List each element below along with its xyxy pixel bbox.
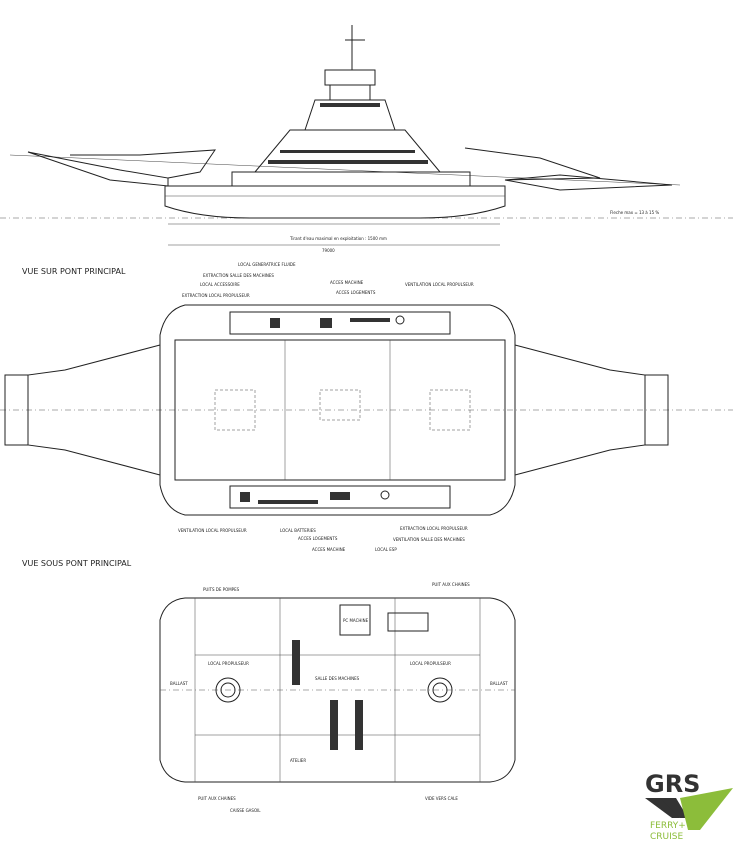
scale-note: Fleche max = 13 à 15 % [610, 210, 659, 215]
drawing-label: VENTILATION LOCAL PROPULSEUR [178, 528, 247, 533]
drawing-label: GRS [645, 770, 700, 798]
drawing-label: CAISSE GASOIL [230, 808, 261, 813]
drawing-label: PUITS DE POMPES [203, 587, 240, 592]
drawing-label: EXTRACTION LOCAL PROPULSEUR [182, 293, 250, 298]
drawing-label: CRUISE [650, 832, 683, 842]
drawing-label: ACCES LOGEMENTS [298, 536, 338, 541]
drawing-label: BALLAST [490, 681, 508, 686]
main-deck-plan: VUE SUR PONT PRINCIPAL EXTRACTION LOCAL [0, 262, 733, 552]
below-deck-plan: VUE SOUS PONT PRINCIPAL LOCAL PROPULSEUR… [22, 559, 516, 813]
drawing-label: LOCAL BATTERIES [280, 528, 316, 533]
drawing-label: LOCAL PROPULSEUR [410, 661, 451, 666]
drawing-label: VIDE VERS CALE [425, 796, 458, 801]
side-elevation-view: Tirant d'eau maximal en exploitation : 1… [0, 25, 733, 253]
drawing-label: LOCAL PROPULSEUR [208, 661, 249, 666]
machinery-top-strip [229, 311, 451, 335]
drawing-label: LOCAL ACCESSOIRE [200, 282, 240, 287]
top-labels: EXTRACTION LOCAL PROPULSEUR LOCAL ACCESS… [182, 262, 474, 298]
drawing-label: PUIT AUX CHAINES [198, 796, 236, 801]
drawing-label: VENTILATION SALLE DES MACHINES [393, 537, 465, 542]
drawing-label: ACCES LOGEMENTS [336, 290, 376, 295]
below-deck-title: VUE SOUS PONT PRINCIPAL [22, 559, 132, 568]
drawing-label: ACCES MACHINE [312, 547, 346, 552]
drawing-label: ATELIER [290, 758, 306, 763]
drawing-label: PUIT AUX CHAINES [432, 582, 470, 587]
drawing-label: SALLE DES MACHINES [315, 676, 360, 681]
drawing-label: ACCES MACHINE [330, 280, 364, 285]
drawing-label: FERRY+ [650, 821, 686, 831]
grs-ferry-cruise-logo: GRS FERRY+ CRUISE [645, 770, 733, 842]
drawing-label: LOCAL ESP [375, 547, 397, 552]
drawing-label: LOCAL GENERATRICE FLUIDE [238, 262, 296, 267]
drawing-label: VENTILATION LOCAL PROPULSEUR [405, 282, 474, 287]
bottom-labels: VENTILATION LOCAL PROPULSEUR LOCAL BATTE… [178, 526, 468, 552]
draft-caption: Tirant d'eau maximal en exploitation : 1… [289, 236, 387, 241]
drawing-label: EXTRACTION LOCAL PROPULSEUR [400, 526, 468, 531]
machinery-bottom-strip [229, 485, 451, 509]
length-dimension: 79000 [322, 248, 335, 253]
drawing-label: EXTRACTION SALLE DES MACHINES [203, 273, 274, 278]
drawing-label: PC MACHINE [343, 618, 369, 623]
main-deck-title: VUE SUR PONT PRINCIPAL [22, 267, 126, 276]
drawing-label: BALLAST [170, 681, 188, 686]
